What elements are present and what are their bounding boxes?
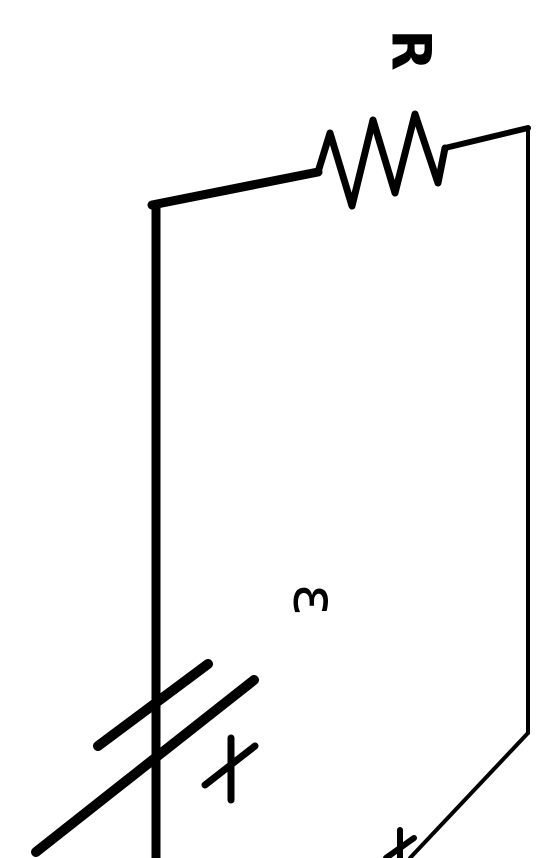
- emf-label: ε: [279, 584, 349, 616]
- bottom-right-wire: [408, 731, 530, 858]
- battery-plate-long: [31, 675, 259, 857]
- negative-terminal-stub: [383, 835, 417, 858]
- resistor-label: R: [379, 29, 442, 71]
- plus-mark-icon: [201, 734, 259, 804]
- top-right-wire: [442, 125, 531, 151]
- top-left-wire: [147, 167, 323, 210]
- resistor-zigzag: [314, 110, 449, 210]
- battery-plate-short: [93, 659, 213, 751]
